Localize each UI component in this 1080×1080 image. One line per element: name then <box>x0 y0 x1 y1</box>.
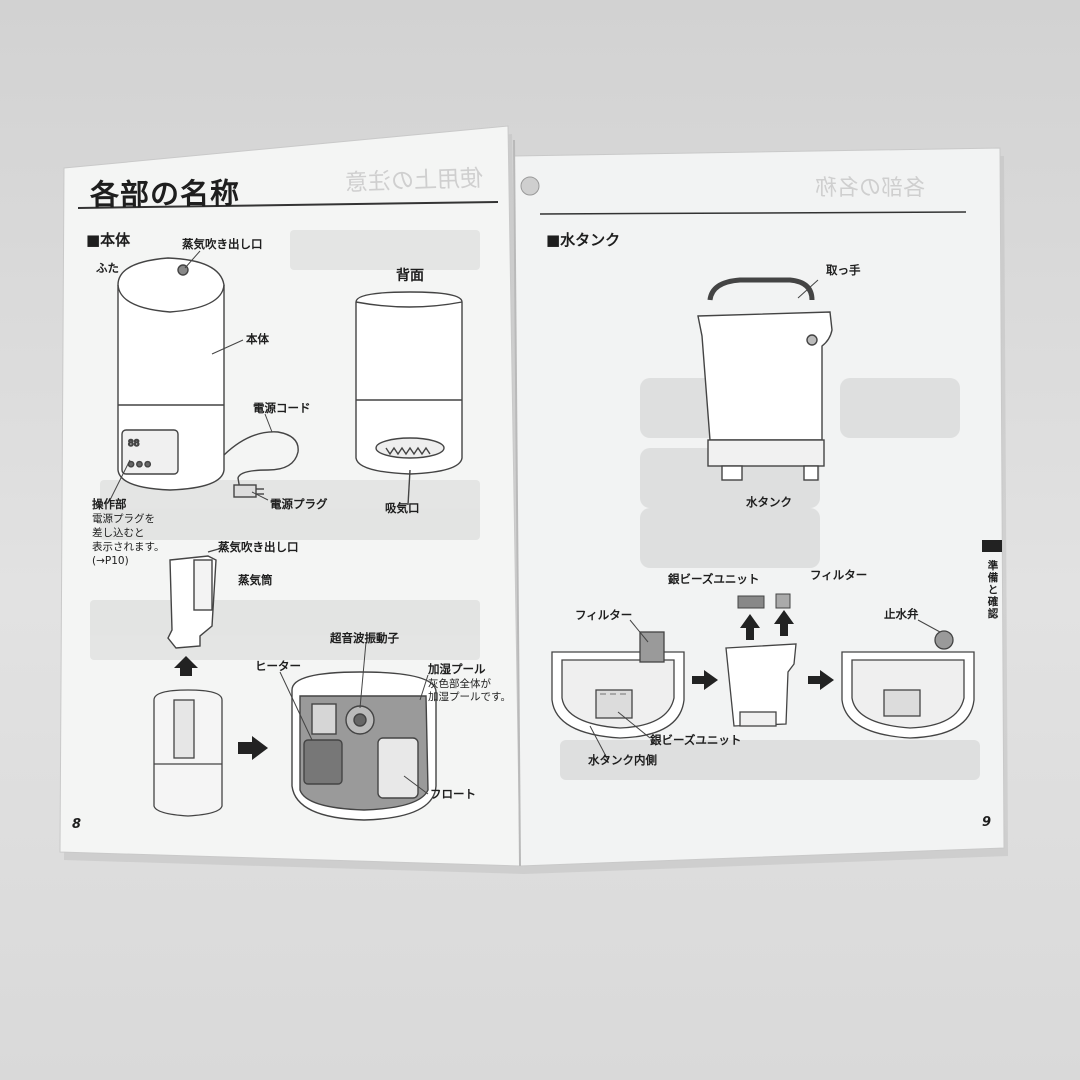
page-number-right: 9 <box>982 815 992 830</box>
side-tab-marker <box>982 540 1002 552</box>
right-arrow-left <box>238 736 268 760</box>
label-steam-tube: 蒸気筒 <box>238 573 273 587</box>
control-note-line4: (→P10) <box>92 555 129 567</box>
page-number-left: 8 <box>72 817 82 832</box>
up-arrow <box>174 656 198 676</box>
humidifier-transparent-illustration <box>153 689 223 817</box>
label-intake: 吸気口 <box>385 501 420 515</box>
label-silver-beads-bottom: 銀ビーズユニット <box>650 733 742 747</box>
steam-tube-illustration <box>167 547 223 649</box>
label-ultrasonic: 超音波振動子 <box>330 631 399 645</box>
label-power-plug: 電源プラグ <box>270 497 328 511</box>
label-power-cord: 電源コード <box>253 401 311 415</box>
label-humid-pool: 加湿プール <box>428 662 486 676</box>
side-tab-label: 準備と確認 <box>987 560 999 620</box>
label-silver-beads-top: 銀ビーズユニット <box>668 572 760 586</box>
control-note-line1: 電源プラグを <box>92 513 155 525</box>
binding-hole <box>520 176 540 196</box>
right-arrow-1 <box>692 670 718 690</box>
label-heater: ヒーター <box>255 659 301 673</box>
silver-beads-unit-part <box>737 595 765 609</box>
label-float: フロート <box>430 787 476 801</box>
label-tank-inside: 水タンク内側 <box>588 753 657 767</box>
bleed-through-heading-left: 使用上の注意 <box>344 165 484 197</box>
label-body: 本体 <box>246 332 269 346</box>
up-arrow-beads <box>740 614 760 640</box>
label-filter-left: フィルター <box>575 608 633 622</box>
svg-text:88: 88 <box>128 439 140 449</box>
section-heading-tank: ■水タンク <box>546 231 621 249</box>
water-tank-illustration <box>697 277 833 481</box>
label-stop-valve: 止水弁 <box>884 607 919 621</box>
control-note-line3: 表示されます。 <box>92 541 165 553</box>
filter-part <box>775 593 791 609</box>
label-lid: ふた <box>96 261 119 275</box>
label-steam-outlet-2: 蒸気吹き出し口 <box>218 540 299 554</box>
tank-middle-illustration <box>725 643 797 727</box>
label-control-panel: 操作部 <box>92 497 127 511</box>
humidifier-front-illustration: 88 ● ● ● <box>117 257 225 491</box>
label-handle: 取っ手 <box>826 263 861 277</box>
tank-inside-right-illustration <box>841 630 975 739</box>
humid-pool-note-2: 加湿プールです。 <box>428 691 511 703</box>
page-title: 各部の名称 <box>89 176 241 212</box>
section-heading-body: ■本体 <box>86 231 131 249</box>
tank-inside-left-illustration <box>551 631 685 739</box>
label-water-tank: 水タンク <box>746 495 792 509</box>
label-steam-outlet: 蒸気吹き出し口 <box>182 237 263 251</box>
control-note-line2: 差し込むと <box>92 527 145 539</box>
bleed-through-heading-right: 各部の名称 <box>815 176 926 201</box>
label-filter-top: フィルター <box>810 568 868 582</box>
power-cord-illustration <box>223 431 299 498</box>
up-arrow-filter <box>774 610 794 636</box>
svg-text:● ● ●: ● ● ● <box>128 460 151 468</box>
base-top-view-illustration <box>291 671 437 821</box>
right-arrow-2 <box>808 670 834 690</box>
humid-pool-note-1: 灰色部全体が <box>428 678 491 690</box>
humidifier-back-illustration <box>355 291 463 506</box>
label-back: 背面 <box>396 268 424 284</box>
